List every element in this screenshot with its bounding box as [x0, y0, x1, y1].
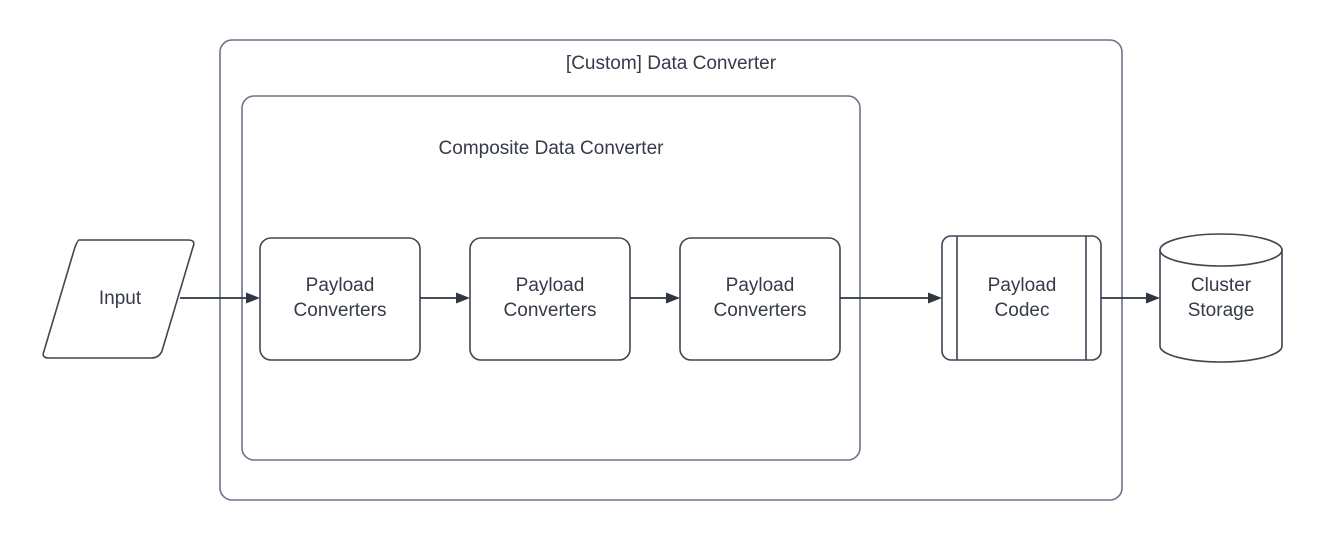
node-payload-converters-1-shape[interactable] [259, 237, 421, 361]
container-composite-data-converter[interactable] [241, 95, 861, 461]
edge-payload-converters-2-to-payload-converters-3 [630, 292, 680, 304]
container-title-composite-data-converter: Composite Data Converter [438, 138, 664, 159]
node-input-shape[interactable] [42, 239, 195, 359]
edge-payload-codec-to-cluster-storage [1101, 292, 1160, 304]
container-custom-data-converter[interactable] [219, 39, 1123, 501]
container-title-custom-data-converter: [Custom] Data Converter [565, 53, 777, 74]
edge-input-to-payload-converters-1 [180, 292, 260, 304]
node-payload-converters-2-shape[interactable] [469, 237, 631, 361]
node-payload-converters-3-shape[interactable] [679, 237, 841, 361]
edge-payload-converters-1-to-payload-converters-2 [420, 292, 470, 304]
node-cluster-storage-shape[interactable] [1159, 233, 1283, 363]
edge-payload-converters-3-to-payload-codec [840, 292, 942, 304]
node-payload-codec-shape[interactable] [941, 235, 1102, 361]
